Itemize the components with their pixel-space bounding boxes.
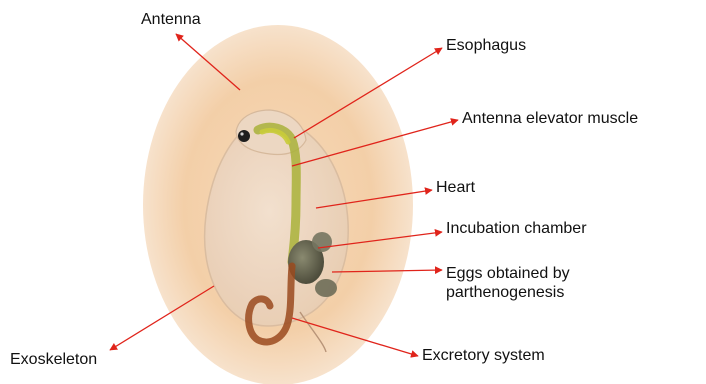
label-incubation-chamber: Incubation chamber bbox=[446, 220, 587, 238]
egg-upper bbox=[312, 232, 332, 252]
label-excretory-system: Excretory system bbox=[422, 347, 545, 365]
egg-lower bbox=[315, 279, 337, 297]
label-eggs-parthenogenesis: Eggs obtained by parthenogenesis bbox=[446, 264, 570, 302]
label-esophagus: Esophagus bbox=[446, 37, 526, 55]
label-heart: Heart bbox=[436, 179, 475, 197]
label-eggs-line2: parthenogenesis bbox=[446, 284, 564, 301]
label-antenna: Antenna bbox=[141, 11, 201, 29]
label-exoskeleton: Exoskeleton bbox=[10, 351, 97, 369]
eye-highlight-icon bbox=[240, 132, 243, 135]
label-antenna-elevator-muscle: Antenna elevator muscle bbox=[462, 110, 638, 128]
eye-icon bbox=[238, 130, 250, 142]
label-eggs-line1: Eggs obtained by bbox=[446, 265, 570, 282]
